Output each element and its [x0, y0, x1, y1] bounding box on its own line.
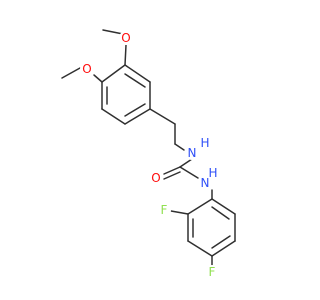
bond-ring1-double-a	[124, 73, 146, 88]
bond-ring-o-left	[93, 74, 103, 83]
molecule-structure: O O H N O H N F F	[0, 0, 300, 300]
label-bg-o-top	[119, 31, 133, 45]
bond-c-o-double	[163, 171, 181, 180]
bond-o-methyl-left	[61, 67, 81, 79]
canvas-background	[0, 0, 300, 300]
bond-ring1-3	[124, 108, 151, 125]
bond-ring1-4	[101, 108, 126, 125]
atom-n-upper: N	[188, 146, 197, 160]
bond-ring1-6	[101, 64, 126, 83]
atom-n-lower: N	[201, 176, 210, 190]
bond-ring2-double-b	[211, 235, 231, 249]
atom-h-upper: H	[200, 136, 209, 150]
atom-f-para: F	[209, 265, 216, 279]
label-bg-n-upper	[185, 146, 199, 160]
label-bg-o-left	[80, 62, 94, 76]
bond-ring2-double-a	[211, 206, 230, 220]
bond-ring-f-ortho	[170, 210, 189, 215]
label-bg-o-carbonyl	[149, 171, 163, 185]
bond-ring2-1	[211, 198, 236, 215]
bond-ch2-n-upper	[174, 143, 185, 151]
bond-ring1-double-b	[124, 103, 146, 117]
bond-ring2-4	[187, 240, 213, 257]
label-bg-f-ortho	[157, 203, 171, 217]
bond-ring2-6	[187, 198, 213, 215]
atom-h-lower: H	[208, 166, 217, 180]
atom-label-layer: O O H N O H N F F	[80, 31, 219, 279]
bond-c-n-lower	[179, 166, 199, 179]
bond-methyl-top-o	[102, 29, 124, 35]
bond-ring1-1	[124, 64, 151, 83]
atom-o-methoxy-left: O	[82, 62, 91, 76]
atom-o-methoxy-top: O	[121, 31, 130, 45]
bond-ring-ch2	[149, 108, 176, 125]
atom-f-ortho: F	[161, 203, 168, 217]
bond-o-ring-top	[124, 44, 127, 66]
bond-n-upper-c	[179, 158, 193, 168]
bond-layer	[61, 29, 236, 267]
atom-o-carbonyl: O	[151, 171, 160, 185]
label-bg-f-para	[205, 265, 219, 279]
label-bg-n-lower	[198, 176, 212, 190]
bond-ring2-3	[211, 240, 236, 257]
bond-c-o	[163, 166, 181, 175]
